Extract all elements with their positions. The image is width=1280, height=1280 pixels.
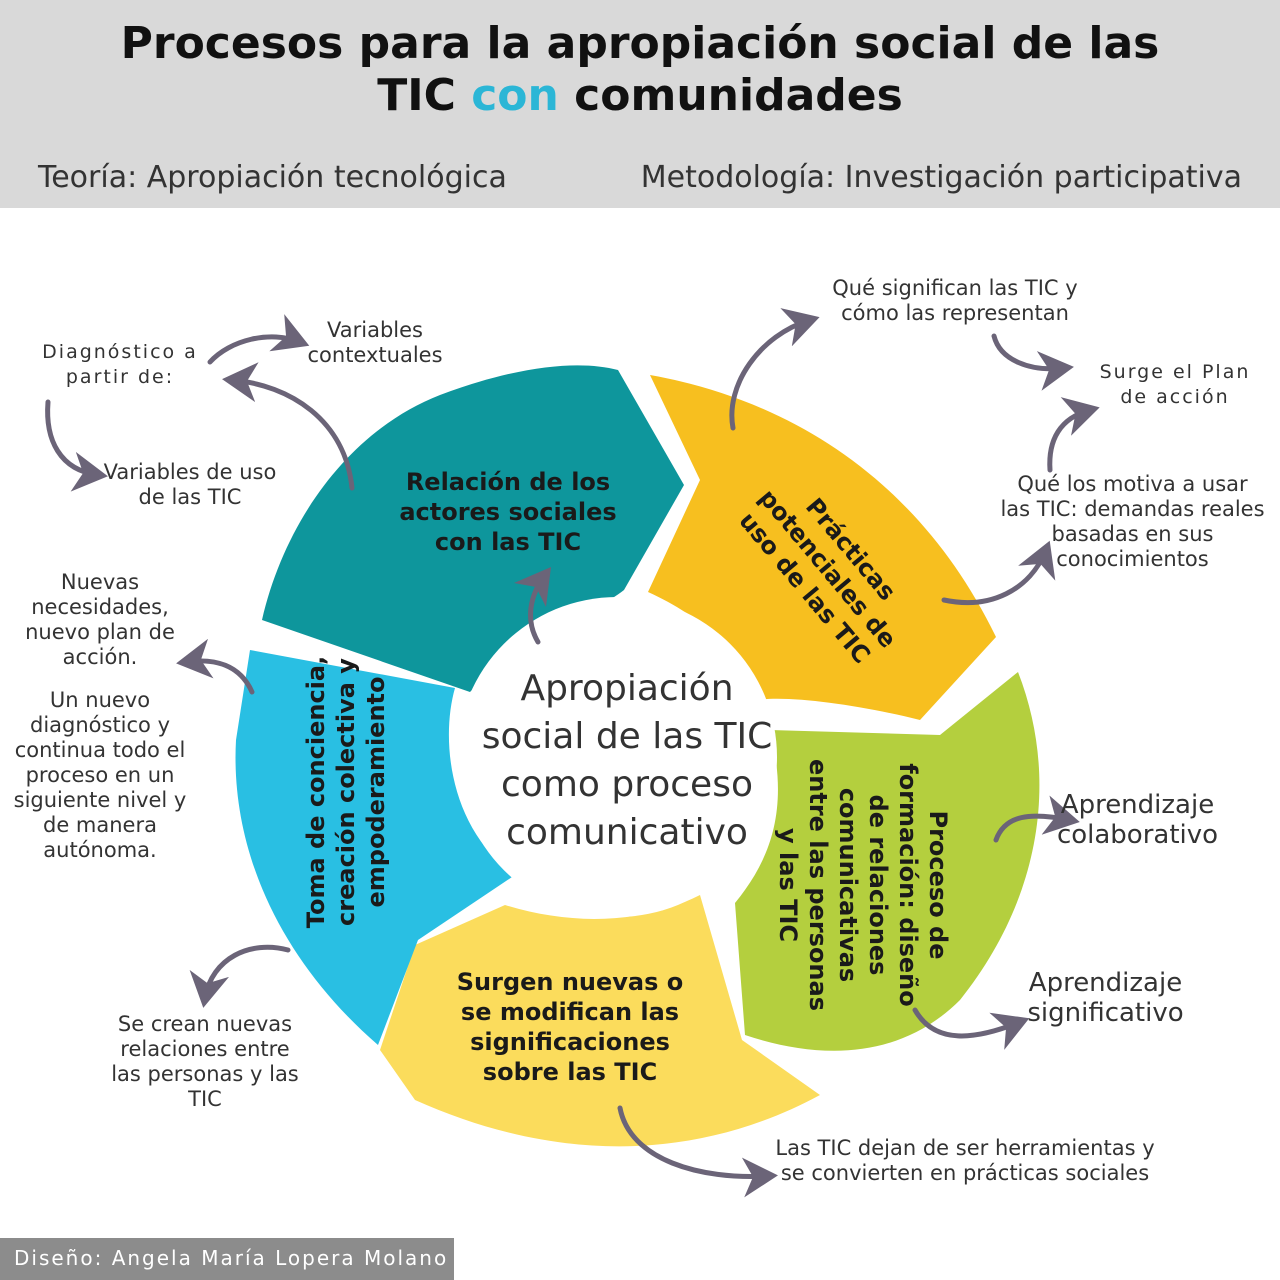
page-title: Procesos para la apropiación social de l… [0,18,1280,122]
theory-label: Teoría: Apropiación tecnológica [38,160,507,195]
arrow-diag-to-contextuales [207,314,310,365]
title-line-1: Procesos para la apropiación social de l… [120,18,1160,69]
green-label: Proceso de formación: diseño de relacion… [774,759,952,1011]
yellow-label-line: sobre las TIC [483,1058,657,1086]
segment-blue [235,650,515,1045]
note-nuevas-relaciones: Se crean nuevas relaciones entre las per… [111,1012,299,1111]
note-motiva: Qué los motiva a usar las TIC: demandas … [1000,472,1265,571]
center-circle [457,597,777,917]
arrow-diag-to-uso [45,399,108,492]
arrow-blue-to-nuevas [176,638,255,695]
note-diagnostico: Diagnóstico a partir de: [42,341,198,388]
yellow-label: Surgen nuevas o se modifican las signifi… [457,968,684,1086]
blue-label-line: empoderamiento [362,677,390,908]
center-line: comunicativo [506,812,748,853]
arrow-green-to-significativo [912,1007,1030,1050]
arrow-motiva-to-plan [1047,397,1100,473]
teal-label-line: con las TIC [435,528,581,556]
arrow-orange-to-significan [729,308,820,431]
arrow-teal-to-diagnostico [222,362,355,491]
title-part-b: comunidades [558,70,903,121]
title-part-a: TIC [377,70,472,121]
note-nuevas-necesidades: Nuevas necesidades, nuevo plan de acción… [25,570,175,669]
note-aprendizaje-significativo: Aprendizaje significativo [1027,968,1184,1028]
green-label-line: formación: diseño [894,763,922,1007]
title-accent-word: con [471,70,559,121]
center-line: como proceso [501,764,753,805]
methodology-label: Metodología: Investigación participativa [640,160,1242,195]
green-label-line: comunicativas [834,788,862,982]
teal-label-line: actores sociales [399,498,616,526]
yellow-label-line: se modifican las [461,998,679,1026]
arrow-orange-to-motiva [941,540,1056,606]
blue-label-line: creación colectiva y [332,658,360,926]
footer-credit-bar: Diseño: Angela María Lopera Molano [0,1238,454,1280]
note-plan-accion: Surge el Plan de acción [1099,361,1251,408]
arrow-yellow-to-herramientas [617,1105,778,1198]
yellow-label-line: significaciones [470,1028,670,1056]
segment-yellow [380,895,820,1147]
segment-orange [648,375,996,720]
note-nuevo-diagnostico: Un nuevo diagnóstico y continua todo el … [13,688,187,862]
arrow-center-to-teal [514,566,551,645]
arrow-green-to-colaborativo [993,795,1080,843]
note-variables-uso: Variables de uso de las TIC [103,460,277,509]
title-line-2: TIC con comunidades [0,70,1280,122]
header-banner: Procesos para la apropiación social de l… [0,0,1280,208]
segment-green [735,672,1040,1051]
blue-label-line: Toma de conciencia, [302,656,330,928]
center-line: social de las TIC [482,716,773,757]
arrow-significan-to-plan [991,333,1074,391]
green-label-line: y las TIC [774,828,802,942]
green-label-line: Proceso de [924,810,952,959]
note-herramientas: Las TIC dejan de ser herramientas y se c… [775,1136,1155,1185]
design-credit: Diseño: Angela María Lopera Molano [14,1246,449,1270]
blue-label: Toma de conciencia, creación colectiva y… [302,656,390,928]
green-label-line: entre las personas [804,759,832,1011]
arrow-blue-to-relaciones [189,944,291,1008]
teal-label: Relación de los actores sociales con las… [399,468,616,556]
center-text: Apropiación social de las TIC como proce… [482,668,773,853]
yellow-label-line: Surgen nuevas o [457,968,684,996]
note-aprendizaje-colaborativo: Aprendizaje colaborativo [1056,790,1219,850]
center-line: Apropiación [520,668,733,709]
green-label-line: de relaciones [864,795,892,976]
note-variables-contextuales: Variables contextuales [307,318,443,367]
note-que-significan: Qué significan las TIC y cómo las repres… [832,276,1078,325]
teal-label-line: Relación de los [406,468,610,496]
